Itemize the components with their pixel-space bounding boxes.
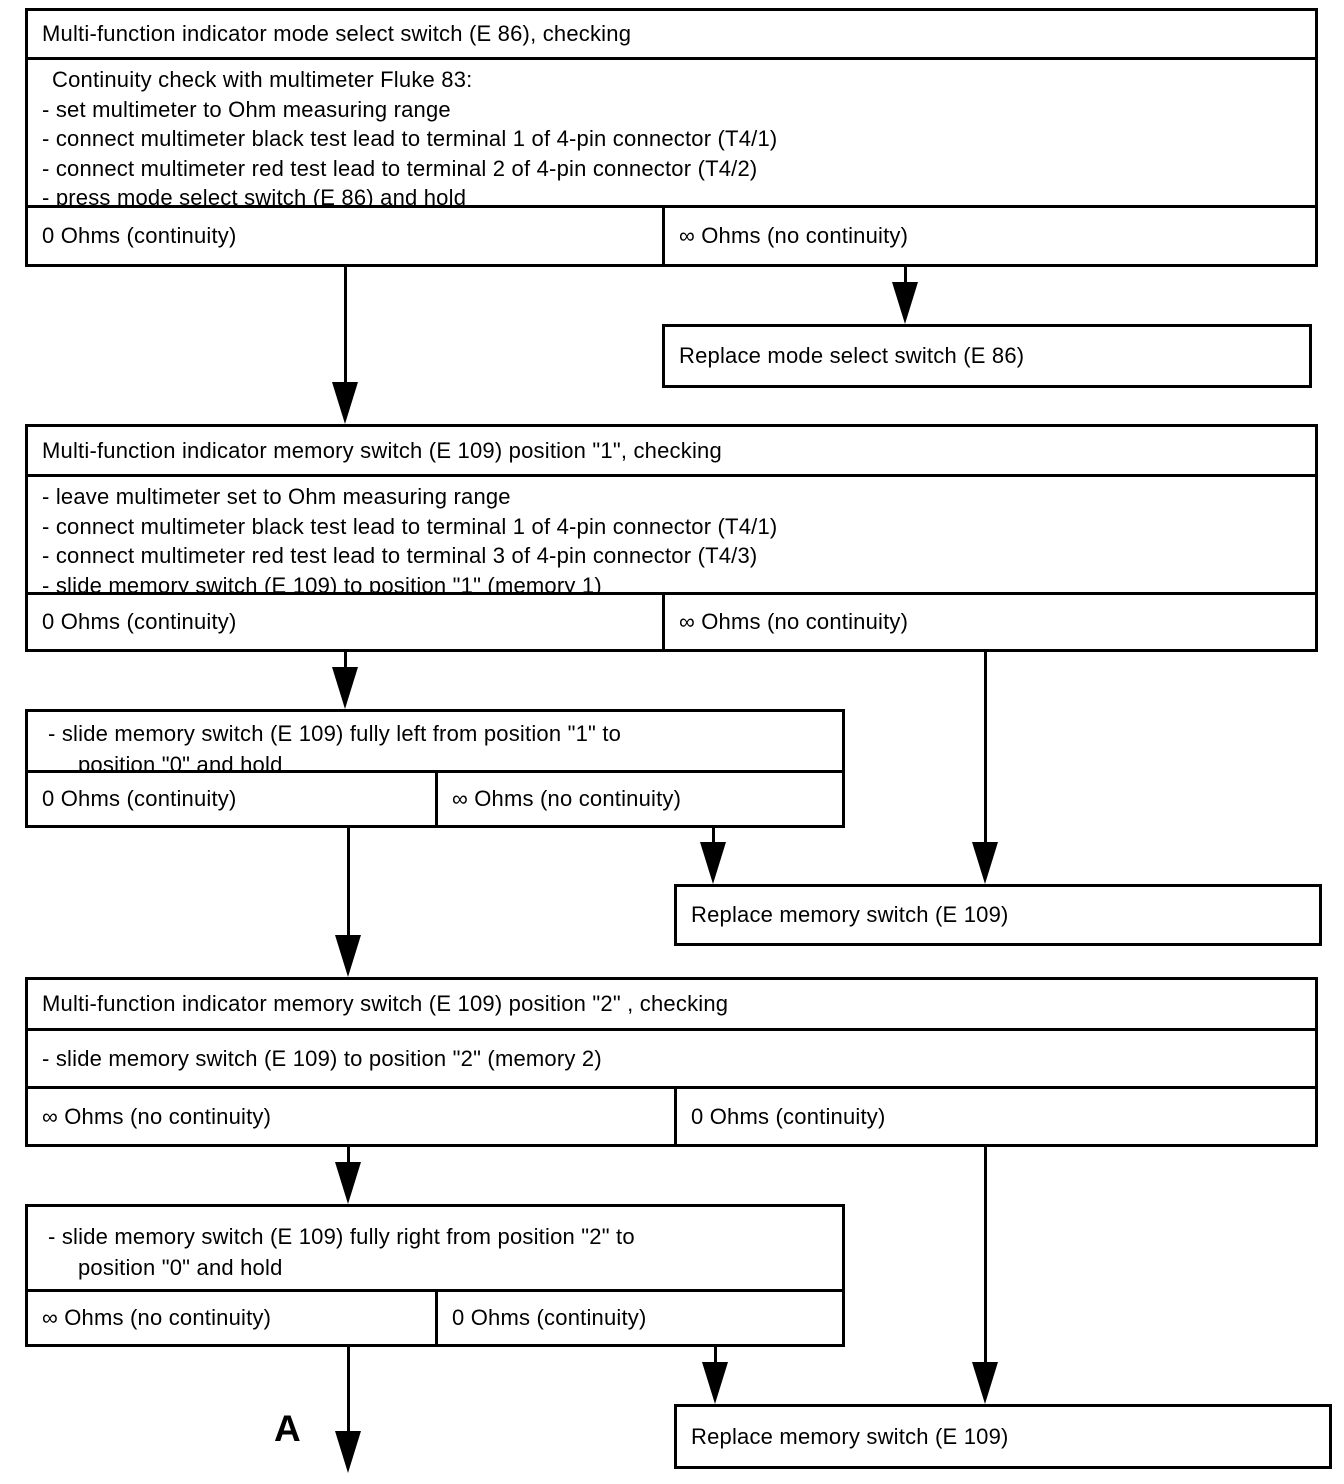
step-line: - slide memory switch (E 109) fully left… [48,721,622,746]
arrow-shaft [713,1347,717,1366]
arrow-shaft [346,1347,350,1435]
arrow-head-icon [702,1362,728,1404]
subtest1-result-continuity-box: 0 Ohms (continuity) [25,770,438,828]
step-line: - set multimeter to Ohm measuring range [42,96,451,122]
arrow-head-icon [972,842,998,884]
action-label: Replace memory switch (E 109) [691,902,1009,927]
flow-arrow [702,1347,728,1404]
flow-arrow [335,827,361,977]
section2-title: Multi-function indicator memory switch (… [42,437,722,463]
result-label: 0 Ohms (continuity) [42,223,237,248]
flow-arrow [892,266,918,324]
arrow-head-icon [700,842,726,884]
result-label: 0 Ohms (continuity) [691,1103,886,1129]
flow-arrow [972,1147,998,1404]
flow-arrow [332,652,358,709]
arrow-shaft [346,827,350,939]
section3-result-no-continuity-box: ∞ Ohms (no continuity) [25,1086,677,1147]
connector-label-a: A [274,1408,302,1449]
result-label: ∞ Ohms (no continuity) [679,609,909,634]
arrow-head-icon [335,935,361,977]
flow-arrow [335,1147,361,1204]
section2-steps-box: - leave multimeter set to Ohm measuring … [25,474,1318,598]
result-label: ∞ Ohms (no continuity) [679,223,909,248]
subtest2-result-continuity-box: 0 Ohms (continuity) [435,1289,845,1347]
section1-result-continuity-box: 0 Ohms (continuity) [25,205,665,267]
replace-memory-switch-box-2: Replace memory switch (E 109) [674,1404,1332,1469]
arrow-shaft [346,1147,350,1166]
step-line: - connect multimeter red test lead to te… [42,543,758,568]
arrow-shaft [983,652,987,846]
section3-steps-box: - slide memory switch (E 109) to positio… [25,1028,1318,1089]
step-line: - connect multimeter black test lead to … [42,513,778,539]
arrow-head-icon [972,1362,998,1404]
arrow-shaft [711,827,715,846]
step-line: - slide memory switch (E 109) to positio… [42,1045,602,1071]
section2-result-no-continuity-box: ∞ Ohms (no continuity) [662,592,1318,652]
step-line: - leave multimeter set to Ohm measuring … [42,484,511,509]
section3-title: Multi-function indicator memory switch (… [42,991,729,1016]
result-label: 0 Ohms (continuity) [452,1305,647,1330]
flow-arrow [332,266,358,424]
step-line: - connect multimeter black test lead to … [42,126,778,151]
section1-steps-box: Continuity check with multimeter Fluke 8… [25,57,1318,210]
arrow-head-icon [332,382,358,424]
arrow-shaft [343,266,347,386]
replace-memory-switch-box-1: Replace memory switch (E 109) [674,884,1322,946]
result-label: ∞ Ohms (no continuity) [42,1305,272,1330]
subtest1-result-no-continuity-box: ∞ Ohms (no continuity) [435,770,845,828]
arrow-shaft [983,1147,987,1366]
result-label: 0 Ohms (continuity) [42,609,237,634]
flow-arrow [972,652,998,884]
step-line: position "0" and hold [78,1255,283,1280]
section1-result-no-continuity-box: ∞ Ohms (no continuity) [662,205,1318,267]
arrow-head-icon [332,667,358,709]
subtest2-result-no-continuity-box: ∞ Ohms (no continuity) [25,1289,438,1347]
replace-mode-select-switch-box: Replace mode select switch (E 86) [662,324,1312,388]
step-line: - connect multimeter red test lead to te… [42,155,758,181]
arrow-head-icon [892,282,918,324]
result-label: ∞ Ohms (no continuity) [42,1103,272,1129]
section1-title: Multi-function indicator mode select swi… [42,21,632,46]
arrow-shaft [903,266,907,286]
section3-result-continuity-box: 0 Ohms (continuity) [674,1086,1318,1147]
section2-title-box: Multi-function indicator memory switch (… [25,424,1318,477]
result-label: 0 Ohms (continuity) [42,786,237,811]
subtest1-instruction-box: - slide memory switch (E 109) fully left… [25,709,845,777]
flow-arrow [700,827,726,884]
subtest2-instruction-box: - slide memory switch (E 109) fully righ… [25,1204,845,1292]
action-label: Replace mode select switch (E 86) [679,343,1025,368]
action-label: Replace memory switch (E 109) [691,1423,1009,1449]
flow-arrow [335,1347,361,1473]
section2-result-continuity-box: 0 Ohms (continuity) [25,592,665,652]
arrow-head-icon [335,1431,361,1473]
section3-title-box: Multi-function indicator memory switch (… [25,977,1318,1031]
step-line: Continuity check with multimeter Fluke 8… [52,67,473,92]
arrow-head-icon [335,1162,361,1204]
result-label: ∞ Ohms (no continuity) [452,786,682,811]
step-line: - slide memory switch (E 109) fully righ… [48,1224,635,1249]
section1-title-box: Multi-function indicator mode select swi… [25,8,1318,60]
arrow-shaft [343,652,347,671]
